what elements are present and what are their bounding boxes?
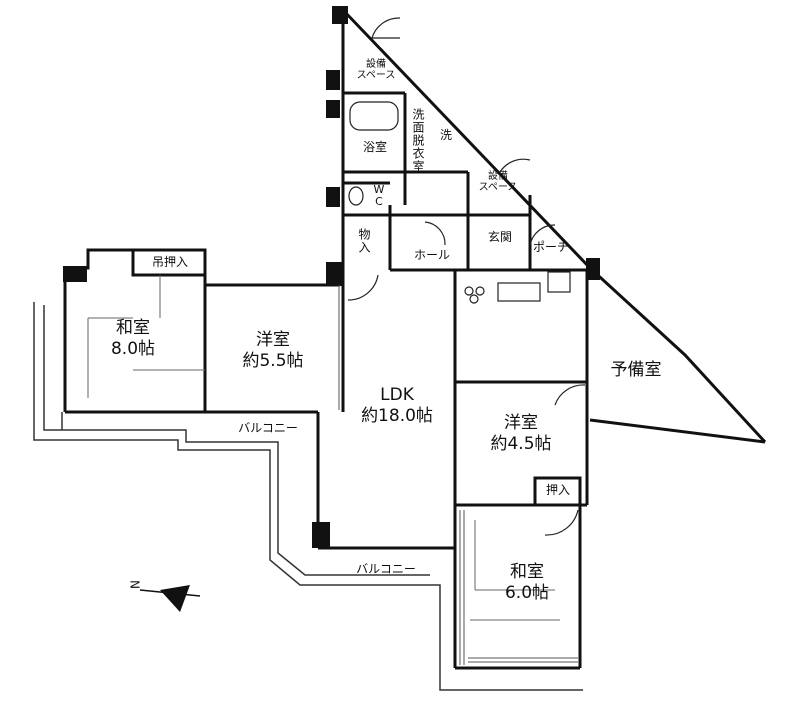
kitchen-sink [497, 282, 541, 302]
label-space-top: 設備 スペース [348, 59, 404, 81]
label-senmen: 洗面脱衣室 [411, 108, 425, 173]
label-oshiire: 押入 [545, 483, 570, 497]
label-wash: 洗 [439, 128, 452, 142]
room-name: 和室 [510, 562, 544, 582]
room-name: 和室 [116, 318, 150, 338]
space-mid-line1: 設備 [488, 171, 508, 182]
room-washitsu-6: 和室 6.0帖 [490, 562, 564, 605]
room-name: 洋室 [256, 330, 290, 350]
tatami-pattern [87, 275, 560, 621]
room-name: 予備室 [610, 360, 662, 380]
toilet-icon [348, 186, 364, 206]
space-top-line2: スペース [356, 69, 396, 81]
stove-burner-icon [464, 286, 474, 296]
outer-walls [63, 8, 767, 670]
label-balcony-left: バルコニー [238, 421, 298, 435]
label-hall: ホール [413, 248, 450, 262]
shoji-lines [338, 285, 578, 665]
wall-columns [63, 6, 600, 548]
label-porch: ポーチ [532, 240, 569, 254]
stove-burner-icon [469, 294, 479, 304]
room-size: 8.0帖 [110, 339, 156, 360]
label-tenoshi: 吊押入 [151, 255, 188, 269]
space-mid-line2: スペース [478, 181, 518, 193]
stove-burner-icon [475, 286, 485, 296]
room-yoshitsu-5-5: 洋室 約5.5帖 [228, 330, 318, 373]
compass-label: N [128, 580, 143, 589]
room-yoshitsu-4-5: 洋室 約4.5帖 [478, 413, 564, 456]
room-name: LDK [380, 385, 414, 405]
north-arrow-icon [139, 585, 201, 612]
room-washitsu-8: 和室 8.0帖 [96, 318, 170, 361]
label-yokushitsu: 浴室 [362, 140, 387, 154]
refrigerator [547, 271, 571, 293]
door-swings [347, 17, 586, 536]
room-size: 約4.5帖 [490, 434, 552, 455]
room-ldk: LDK 約18.0帖 [352, 385, 442, 428]
room-size: 6.0帖 [504, 583, 550, 604]
label-genkan: 玄関 [487, 230, 512, 244]
label-space-mid: 設備 スペース [470, 171, 526, 193]
space-top-line1: 設備 [366, 59, 386, 70]
fixtures [348, 101, 571, 304]
label-monoire: 物入 [357, 228, 371, 254]
balcony-outline [33, 302, 583, 691]
label-balcony-bottom: バルコニー [356, 562, 416, 576]
room-name: 洋室 [504, 413, 538, 433]
room-size: 約18.0帖 [361, 406, 433, 427]
label-wc: W C [373, 183, 385, 209]
room-yobishitsu: 予備室 [600, 360, 672, 381]
room-size: 約5.5帖 [242, 351, 304, 372]
bathtub [349, 101, 399, 131]
